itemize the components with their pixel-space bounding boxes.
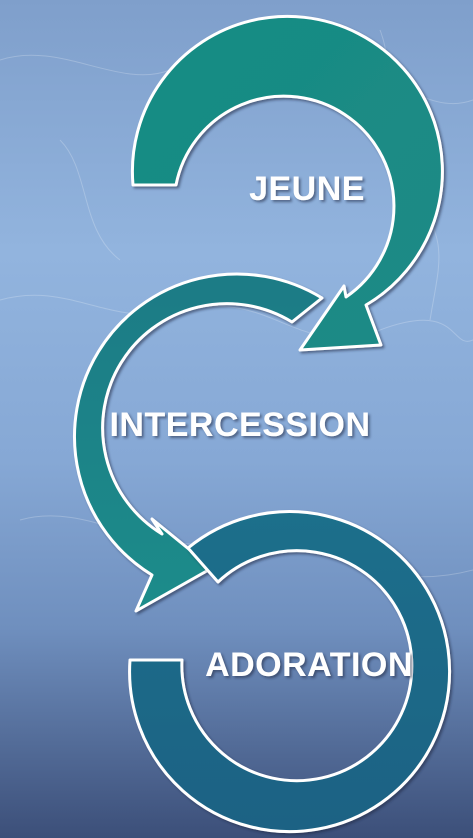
arrow-shape-intercession bbox=[72, 272, 324, 613]
arrow-shape-adoration bbox=[128, 510, 452, 834]
cycle-arrow-intercession bbox=[72, 272, 324, 613]
step-label-jeune: JEUNE bbox=[249, 170, 365, 208]
step-label-intercession: INTERCESSION bbox=[109, 406, 370, 444]
cycle-arrow-adoration bbox=[128, 510, 452, 834]
cycle-arrow-jeune bbox=[130, 14, 444, 352]
step-label-adoration: ADORATION bbox=[205, 646, 413, 684]
arrow-shape-jeune bbox=[130, 14, 444, 352]
